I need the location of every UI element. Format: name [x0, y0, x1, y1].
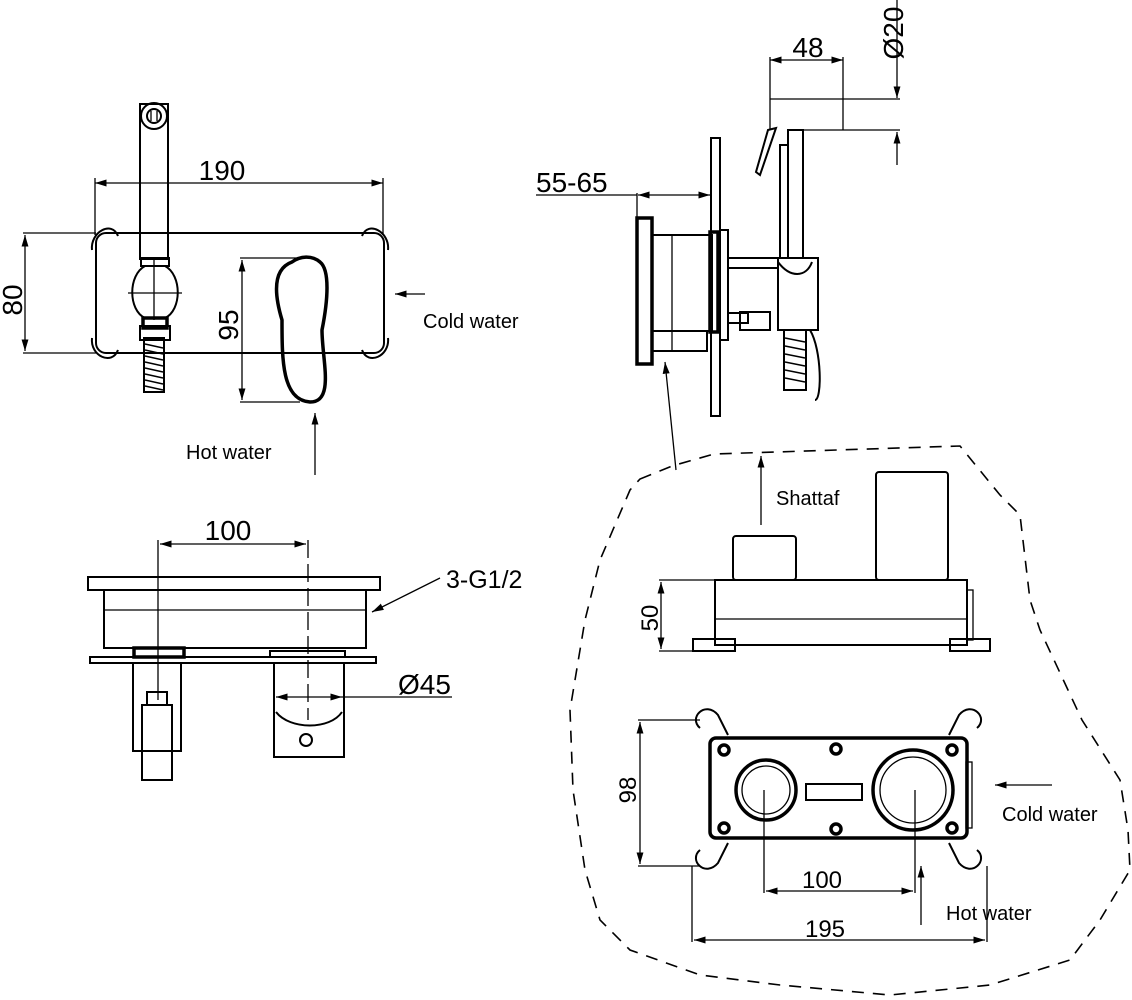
lever-handle — [274, 255, 329, 404]
label-slot — [805, 783, 863, 801]
dim-height-50: 50 — [637, 605, 664, 632]
hose-hatch — [144, 343, 164, 391]
spout-vertical — [779, 144, 789, 259]
detail-cold-label: Cold water — [1002, 804, 1098, 826]
dim-spout-48: 48 — [792, 32, 823, 63]
cartridge-left — [734, 758, 798, 822]
detail-box: Shattaf 50 98 100 — [569, 445, 1131, 996]
bottom-view: 100 3-G1/2 Ø45 — [87, 515, 522, 781]
shattaf-outlet — [732, 535, 797, 581]
box-plan — [708, 736, 969, 840]
side-hose-hatch — [784, 337, 806, 383]
dim-plate-98: 98 — [615, 777, 642, 804]
dim-depth-55-65: 55-65 — [536, 167, 608, 198]
cold-water-label: Cold water — [423, 311, 519, 333]
cartridge-right — [871, 748, 955, 832]
box-elevation — [714, 579, 968, 646]
dim-handle-95: 95 — [213, 309, 244, 340]
spout-lever — [754, 126, 778, 177]
hot-water-label: Hot water — [186, 442, 272, 464]
spout-pipe — [128, 102, 182, 393]
dim-width-190: 190 — [199, 155, 246, 186]
side-view: 55-65 48 Ø20 — [536, 0, 909, 471]
dim-height-80: 80 — [0, 284, 28, 315]
detail-leader — [662, 361, 677, 471]
dashed-detail-outline — [569, 445, 1131, 996]
valve-body-flange — [635, 216, 654, 366]
bottom-plate — [89, 656, 377, 664]
dim-width-195: 195 — [805, 916, 845, 943]
detail-hot-label: Hot water — [946, 903, 1032, 925]
mount-ears — [694, 708, 983, 870]
shattaf-label: Shattaf — [776, 488, 840, 510]
dim-cartridge-spacing-100: 100 — [802, 867, 842, 894]
dim-diameter-20: Ø20 — [878, 7, 909, 60]
thread-label: 3-G1/2 — [446, 566, 522, 594]
dim-spacing-100: 100 — [205, 515, 252, 546]
corner-ears — [90, 227, 390, 359]
dim-diameter-45: Ø45 — [398, 669, 451, 700]
front-view: 190 80 95 Cold water Hot water — [0, 102, 519, 475]
